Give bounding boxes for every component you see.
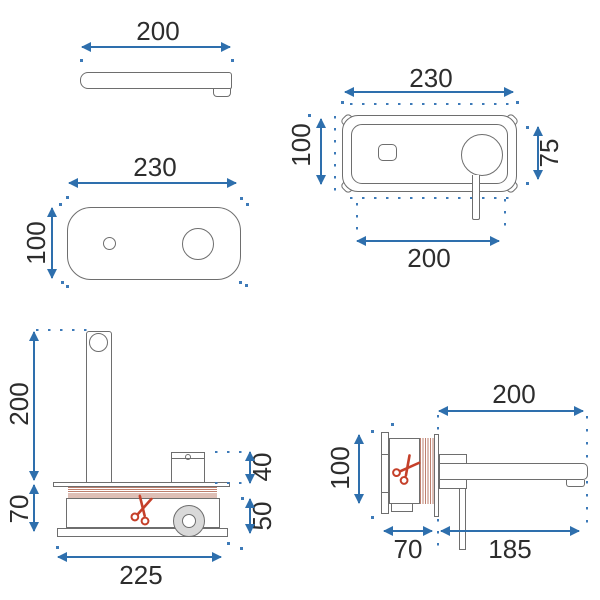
dot: [240, 547, 243, 550]
adjustable-depth-hatch: [68, 487, 217, 498]
spout-body-outline: [80, 72, 232, 89]
cartridge-screw: [185, 454, 191, 460]
dot: [526, 126, 529, 129]
dim-label-valve-width: 225: [119, 560, 163, 590]
handle-hole: [182, 228, 214, 260]
dim-arrow-valve-depth: [28, 484, 41, 532]
spout-outlet: [378, 144, 397, 161]
dim-arrow-plate-width: [68, 177, 237, 190]
stitch-dots-top: [350, 103, 515, 106]
stitch-dots-bottom: [350, 197, 515, 200]
dot: [231, 59, 234, 62]
dim-label-installed-plate-height: 100: [325, 446, 355, 490]
dim-arrow-lower-height: [244, 498, 257, 534]
dim-arrow-plan-inner: [356, 235, 500, 248]
dot: [371, 516, 374, 519]
riser-tube-opening: [89, 333, 108, 352]
dim-label-spout-reach: 185: [488, 534, 532, 564]
wall-plate-edge: [53, 482, 230, 487]
valve-box-step: [391, 504, 413, 512]
cartridge-housing: [171, 452, 205, 483]
dim-arrow-plan-width: [344, 86, 514, 99]
dim-arrow-wall-depth: [383, 525, 433, 538]
dim-arrow-valve-height: [28, 331, 41, 481]
spout-aerator-nub: [213, 89, 231, 97]
dim-label-total-reach: 200: [492, 379, 536, 409]
extension-dots: [356, 203, 359, 237]
flange-line: [382, 492, 388, 493]
cut-icon: [125, 491, 160, 532]
dot: [308, 114, 311, 117]
dot: [66, 285, 69, 288]
dot: [59, 203, 62, 206]
dim-arrow-spout-length: [81, 41, 231, 54]
wall-plane-dots: [437, 519, 440, 548]
spout-side-bar: [439, 463, 588, 480]
dim-arrow-plate-height: [46, 207, 59, 279]
dot: [241, 497, 244, 500]
stitch-dots-left: [334, 116, 337, 192]
flange-line: [382, 454, 388, 455]
dot: [239, 281, 242, 284]
dot: [371, 430, 374, 433]
extension-dots: [215, 451, 247, 454]
handle-base-circle: [461, 134, 503, 176]
dot: [66, 196, 69, 199]
valve-back-flange: [381, 432, 389, 514]
dim-arrow-valve-width: [57, 551, 222, 564]
extension-dots: [215, 482, 247, 485]
extension-dots: [504, 199, 507, 234]
dim-label-plan-width: 230: [409, 63, 453, 93]
dot: [80, 59, 83, 62]
dim-arrow-handle-length: [532, 126, 545, 180]
cut-icon: [383, 449, 426, 494]
dot: [61, 281, 64, 284]
dot: [516, 101, 519, 104]
dim-arrow-installed-plate-height: [353, 434, 366, 504]
extension-dots: [36, 329, 88, 332]
dot: [391, 423, 394, 426]
spout-riser-tube: [86, 331, 112, 483]
wall-plane-dots: [437, 415, 440, 434]
dim-label-plan-inner: 200: [407, 243, 451, 273]
handle-lever-side: [459, 489, 466, 550]
dot: [526, 182, 529, 185]
dim-label-wall-depth: 70: [393, 534, 423, 564]
wall-plate-side: [434, 434, 439, 517]
pipe-connection-inner: [182, 514, 196, 528]
dim-arrow-plan-height: [315, 118, 328, 185]
dim-arrow-spout-reach: [440, 525, 580, 538]
handle-lever: [472, 175, 480, 220]
dim-label-plate-width: 230: [133, 152, 177, 182]
dot: [341, 101, 344, 104]
dot: [246, 203, 249, 206]
dot: [240, 197, 243, 200]
spout-aerator-nub-side: [566, 480, 585, 487]
dim-label-spout-length: 200: [136, 16, 180, 46]
spout-hole: [103, 237, 116, 250]
dot: [56, 546, 59, 549]
valve-base-plate: [57, 528, 228, 537]
dot: [245, 284, 248, 287]
mixer-body-inner-outline: [351, 124, 508, 184]
dim-arrow-total-reach: [438, 405, 584, 418]
dot: [227, 542, 230, 545]
adjustable-depth-hatch-side: [420, 438, 434, 504]
dim-arrow-cartridge-height: [244, 451, 257, 484]
